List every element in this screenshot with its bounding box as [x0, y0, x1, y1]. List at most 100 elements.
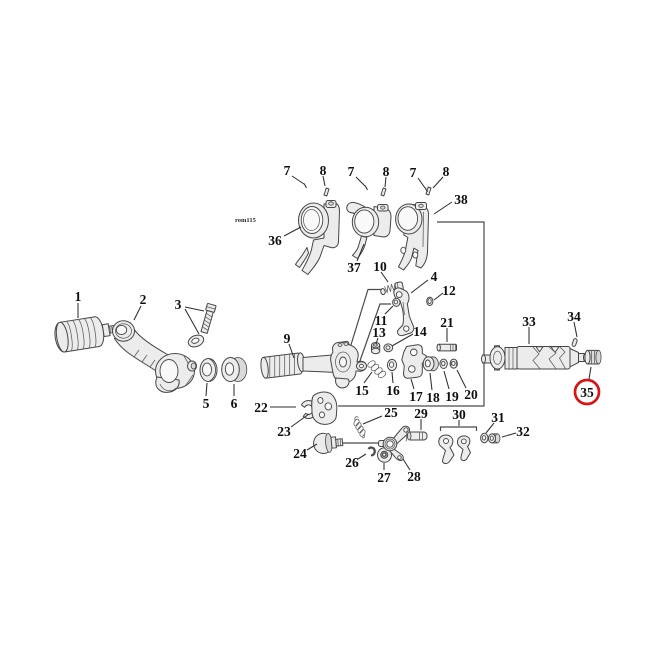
part-12-retaining-ring: [426, 296, 434, 306]
leader-24: [306, 443, 318, 451]
leader-3: [184, 306, 205, 312]
leader-12: [433, 292, 444, 301]
part-35-end-cap: [584, 349, 602, 365]
highlight-circle: [573, 378, 601, 406]
callout-7: 7: [284, 163, 291, 178]
callout-27: 27: [377, 470, 391, 485]
part-38-shifter-fork: [395, 202, 429, 271]
callout-6: 6: [231, 396, 238, 411]
part-21-pin: [436, 343, 457, 352]
callout-35-highlighted: 35: [580, 385, 594, 400]
callout-25: 25: [384, 405, 398, 420]
callout-8: 8: [443, 164, 450, 179]
callout-22: 22: [254, 400, 268, 415]
leader-37: [356, 243, 365, 262]
pin-7-a: [303, 183, 307, 189]
callout-20: 20: [464, 387, 478, 402]
part-2-shift-lever: [112, 320, 197, 393]
part-26-retaining-clip: [367, 446, 376, 457]
leader-13: [375, 337, 379, 345]
callout-14: 14: [413, 324, 427, 339]
leader-9: [288, 343, 295, 359]
pin-8-b: [380, 187, 387, 197]
leader-7: [417, 177, 426, 189]
pin-7-c: [424, 187, 428, 193]
callout-9: 9: [284, 331, 291, 346]
part-27-washer: [377, 447, 392, 463]
pin-8-a: [323, 187, 330, 197]
callout-8: 8: [320, 163, 327, 178]
callout-15: 15: [355, 383, 369, 398]
leader-4: [410, 279, 429, 294]
callout-8: 8: [383, 164, 390, 179]
callout-17: 17: [409, 389, 423, 404]
callout-4: 4: [431, 269, 438, 284]
part-25-spring: [353, 416, 366, 439]
assembly-lines: [338, 221, 485, 444]
callout-12: 12: [442, 283, 456, 298]
leader-2: [133, 305, 142, 321]
part-11-washer: [392, 297, 401, 307]
callout-19: 19: [445, 389, 459, 404]
callout-5: 5: [203, 396, 210, 411]
callout-36: 36: [268, 233, 282, 248]
leader-35: [588, 366, 592, 380]
part-37-shifter-fork: [346, 201, 392, 259]
part-16-washer: [386, 358, 398, 372]
callout-34: 34: [567, 309, 581, 324]
callout-11: 11: [375, 313, 388, 328]
part-36-shifter-fork: [295, 200, 340, 275]
assembly-bracket-main: [338, 221, 485, 407]
leader-14: [391, 333, 414, 347]
leader-20: [456, 369, 467, 389]
callout-30: 30: [452, 407, 466, 422]
part-3-bolt-washer: [187, 303, 217, 348]
part-1-shift-peg: [54, 316, 116, 353]
leader-28: [402, 458, 411, 471]
part-19-washer: [439, 358, 448, 369]
assembly-mount-line-11: [357, 303, 391, 366]
callout-23: 23: [277, 424, 291, 439]
callout-24: 24: [293, 446, 307, 461]
callout-2: 2: [140, 292, 147, 307]
part-24-adjuster-bolt: [313, 432, 344, 455]
pin-7-b: [364, 185, 368, 191]
part-30-pawl-set: [438, 434, 471, 465]
part-20-nut: [449, 358, 458, 369]
callout-28: 28: [407, 469, 421, 484]
leader-38: [433, 201, 453, 215]
part-34-pin: [571, 338, 578, 347]
callout-7: 7: [410, 165, 417, 180]
callout-18: 18: [426, 390, 440, 405]
callout-33: 33: [522, 314, 536, 329]
part-29-pin: [405, 430, 428, 442]
callout-29: 29: [414, 406, 428, 421]
part-17-bracket: [401, 344, 427, 379]
catalog-note: rom115: [235, 217, 257, 224]
callout-16: 16: [386, 383, 400, 398]
callout-26: 26: [345, 455, 359, 470]
part-15-spring: [367, 360, 387, 379]
leader-5: [205, 382, 208, 397]
leader-31: [485, 422, 495, 434]
part-4-pawl-arm: [393, 287, 415, 337]
callout-13: 13: [372, 325, 386, 340]
callout-7: 7: [348, 164, 355, 179]
leader-8: [322, 175, 326, 187]
callout-10: 10: [373, 259, 387, 274]
part-7-8-pins: [303, 183, 432, 197]
part-5-washer: [199, 358, 218, 382]
leader-23: [290, 413, 310, 428]
part-18-spacer: [422, 356, 439, 372]
leader-8: [384, 176, 387, 188]
leader-17: [410, 378, 415, 390]
assembly-mount-line-10: [345, 288, 381, 362]
part-31-washer: [480, 432, 489, 444]
leader-19: [443, 370, 450, 390]
leader-15: [363, 371, 373, 384]
leader-3: [184, 308, 200, 335]
part-6-bushing: [221, 357, 248, 382]
